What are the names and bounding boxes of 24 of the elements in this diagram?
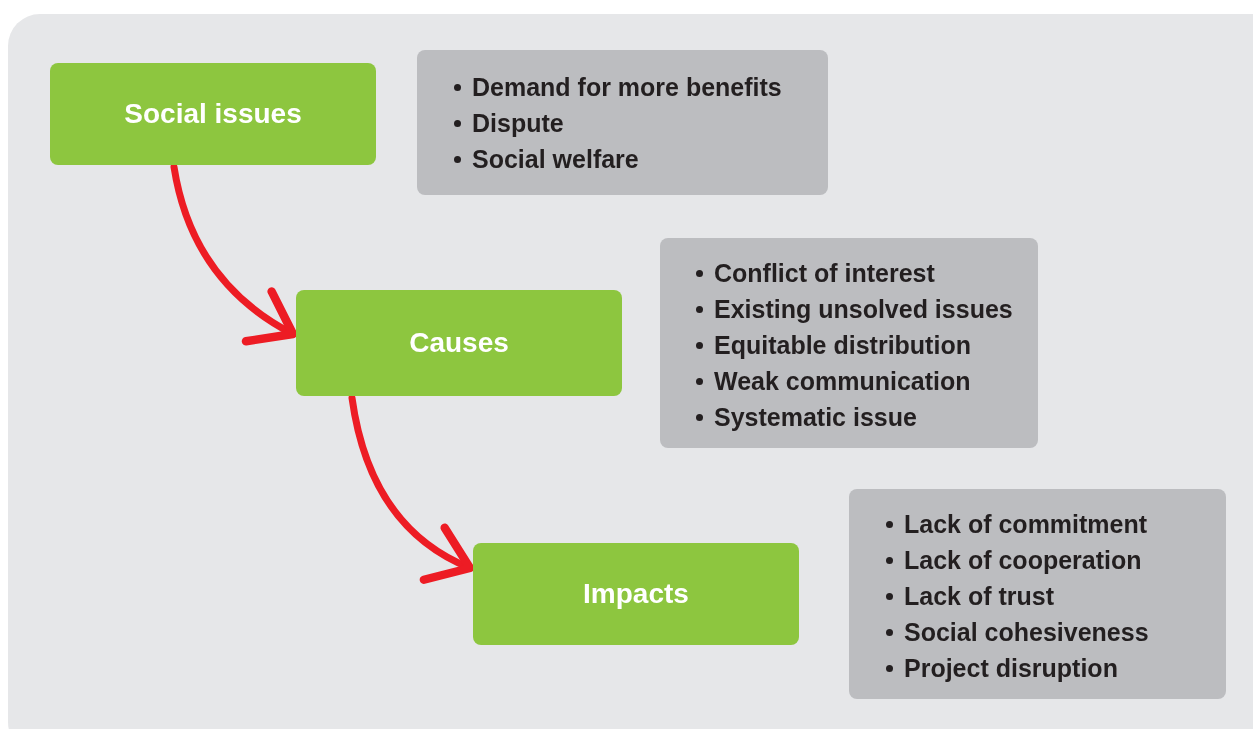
- box-title: Impacts: [583, 578, 689, 610]
- list-item: Social cohesiveness: [904, 617, 1149, 648]
- box-title: Social issues: [124, 98, 302, 130]
- list-item: Demand for more benefits: [472, 72, 782, 103]
- curved-arrow: [170, 163, 298, 344]
- list-item: Conflict of interest: [714, 258, 935, 289]
- process-box: [50, 63, 376, 165]
- curved-arrow: [348, 394, 475, 582]
- list-panel: [417, 50, 828, 195]
- list-item: Lack of cooperation: [904, 545, 1142, 576]
- list-item: Lack of commitment: [904, 509, 1148, 540]
- list-item: Lack of trust: [904, 581, 1055, 612]
- list-item: Systematic issue: [714, 402, 917, 433]
- process-box: [473, 543, 799, 645]
- list-item: Project disruption: [904, 653, 1118, 684]
- list-item: Existing unsolved issues: [714, 294, 1013, 325]
- list-item: Dispute: [472, 108, 564, 139]
- list-panel: [849, 489, 1226, 699]
- list-item: Social welfare: [472, 144, 639, 175]
- box-title: Causes: [409, 327, 509, 359]
- list-item: Weak communication: [714, 366, 971, 397]
- process-box: [296, 290, 622, 396]
- list-item: Equitable distribution: [714, 330, 971, 361]
- list-panel: [660, 238, 1038, 448]
